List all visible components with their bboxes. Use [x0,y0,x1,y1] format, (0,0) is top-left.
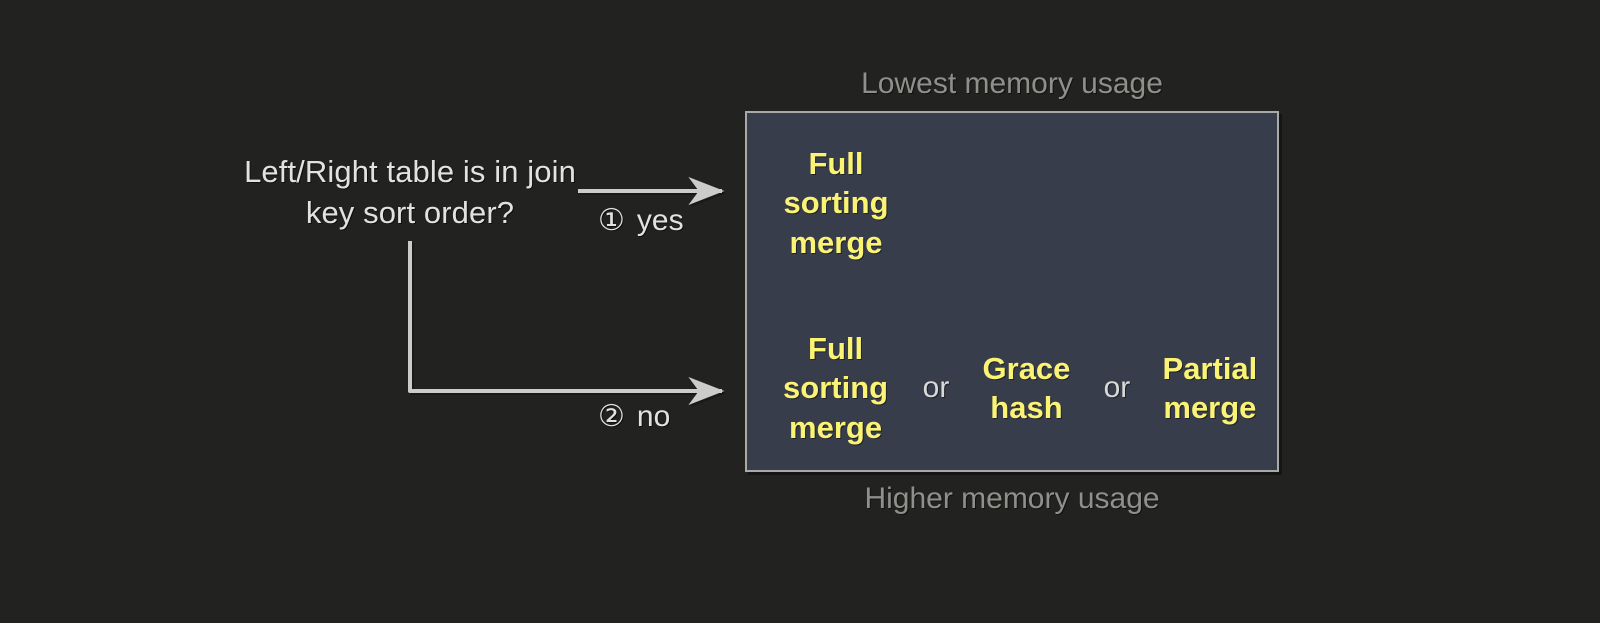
caption-higher-memory: Higher memory usage [864,482,1160,515]
branch-label-no: ② no [598,402,670,432]
option-full-sorting-merge-unsorted: Full sorting merge [783,330,889,445]
options-row-sorted: Full sorting merge [747,133,1277,273]
option-separator-2: or [1103,371,1131,404]
option-partial-merge: Partial merge [1162,350,1258,425]
caption-lowest-memory: Lowest memory usage [861,67,1163,100]
option-full-sorting-merge-sorted: Full sorting merge [783,145,889,260]
branch-marker-yes: ① [598,204,625,237]
option-separator-1: or [922,371,950,404]
branch-text-no: no [636,400,671,433]
option-grace-hash: Grace hash [982,350,1071,425]
branch-text-yes: yes [636,204,684,237]
branch-label-yes: ① yes [598,206,684,236]
branch-marker-no: ② [598,400,625,433]
arrow-no [408,241,725,405]
join-options-panel: Full sorting merge Full sorting merge or… [745,111,1279,472]
decision-question: Left/Right table is in join key sort ord… [244,154,576,230]
options-row-unsorted: Full sorting merge or Grace hash or Part… [747,318,1277,458]
